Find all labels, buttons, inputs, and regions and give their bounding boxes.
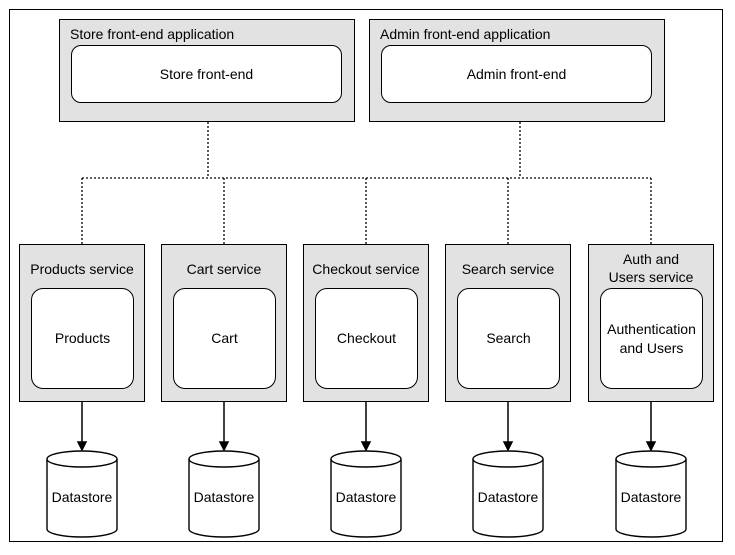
datastore-cylinder-icon bbox=[472, 450, 544, 538]
admin-front-end-application: Admin front-end application Admin front-… bbox=[369, 19, 665, 122]
app-title: Admin front-end application bbox=[380, 26, 551, 42]
products-service: Products service Products bbox=[19, 244, 145, 402]
checkout-datastore: Datastore bbox=[330, 450, 402, 538]
arrow-head bbox=[76, 441, 88, 452]
diagram-frame bbox=[9, 9, 723, 542]
products-datastore: Datastore bbox=[46, 450, 118, 538]
auth-datastore: Datastore bbox=[615, 450, 687, 538]
datastore-label: Datastore bbox=[477, 489, 539, 505]
cart-service: Cart service Cart bbox=[161, 244, 287, 402]
service-title: Search service bbox=[461, 261, 555, 277]
auth-and-users-service: Auth and Users service Authentication an… bbox=[588, 244, 714, 402]
arrow-head bbox=[360, 441, 372, 452]
datastore-cylinder-icon bbox=[615, 450, 687, 538]
arrow-head bbox=[218, 441, 230, 452]
service-title: Cart service bbox=[186, 261, 262, 277]
datastore-cylinder-icon bbox=[330, 450, 402, 538]
cart-datastore: Datastore bbox=[188, 450, 260, 538]
datastore-label: Datastore bbox=[620, 489, 682, 505]
admin-front-end-box: Admin front-end bbox=[381, 45, 652, 103]
checkout-box: Checkout bbox=[315, 288, 418, 389]
arrow-head bbox=[645, 441, 657, 452]
arrow-head bbox=[502, 441, 514, 452]
search-service: Search service Search bbox=[445, 244, 571, 402]
datastore-label: Datastore bbox=[335, 489, 397, 505]
app-title: Store front-end application bbox=[70, 26, 235, 42]
cart-box: Cart bbox=[173, 288, 276, 389]
checkout-service: Checkout service Checkout bbox=[303, 244, 429, 402]
service-title: Auth and Users service bbox=[608, 251, 694, 285]
service-title: Products service bbox=[30, 261, 134, 277]
products-box: Products bbox=[31, 288, 134, 389]
datastore-cylinder-icon bbox=[188, 450, 260, 538]
auth-and-users-box: Authentication and Users bbox=[600, 288, 703, 389]
datastore-cylinder-icon bbox=[46, 450, 118, 538]
store-front-end-box: Store front-end bbox=[71, 45, 342, 103]
datastore-label: Datastore bbox=[51, 489, 113, 505]
service-title: Checkout service bbox=[312, 261, 420, 277]
search-box: Search bbox=[457, 288, 560, 389]
datastore-label: Datastore bbox=[193, 489, 255, 505]
store-front-end-application: Store front-end application Store front-… bbox=[59, 19, 355, 122]
search-datastore: Datastore bbox=[472, 450, 544, 538]
